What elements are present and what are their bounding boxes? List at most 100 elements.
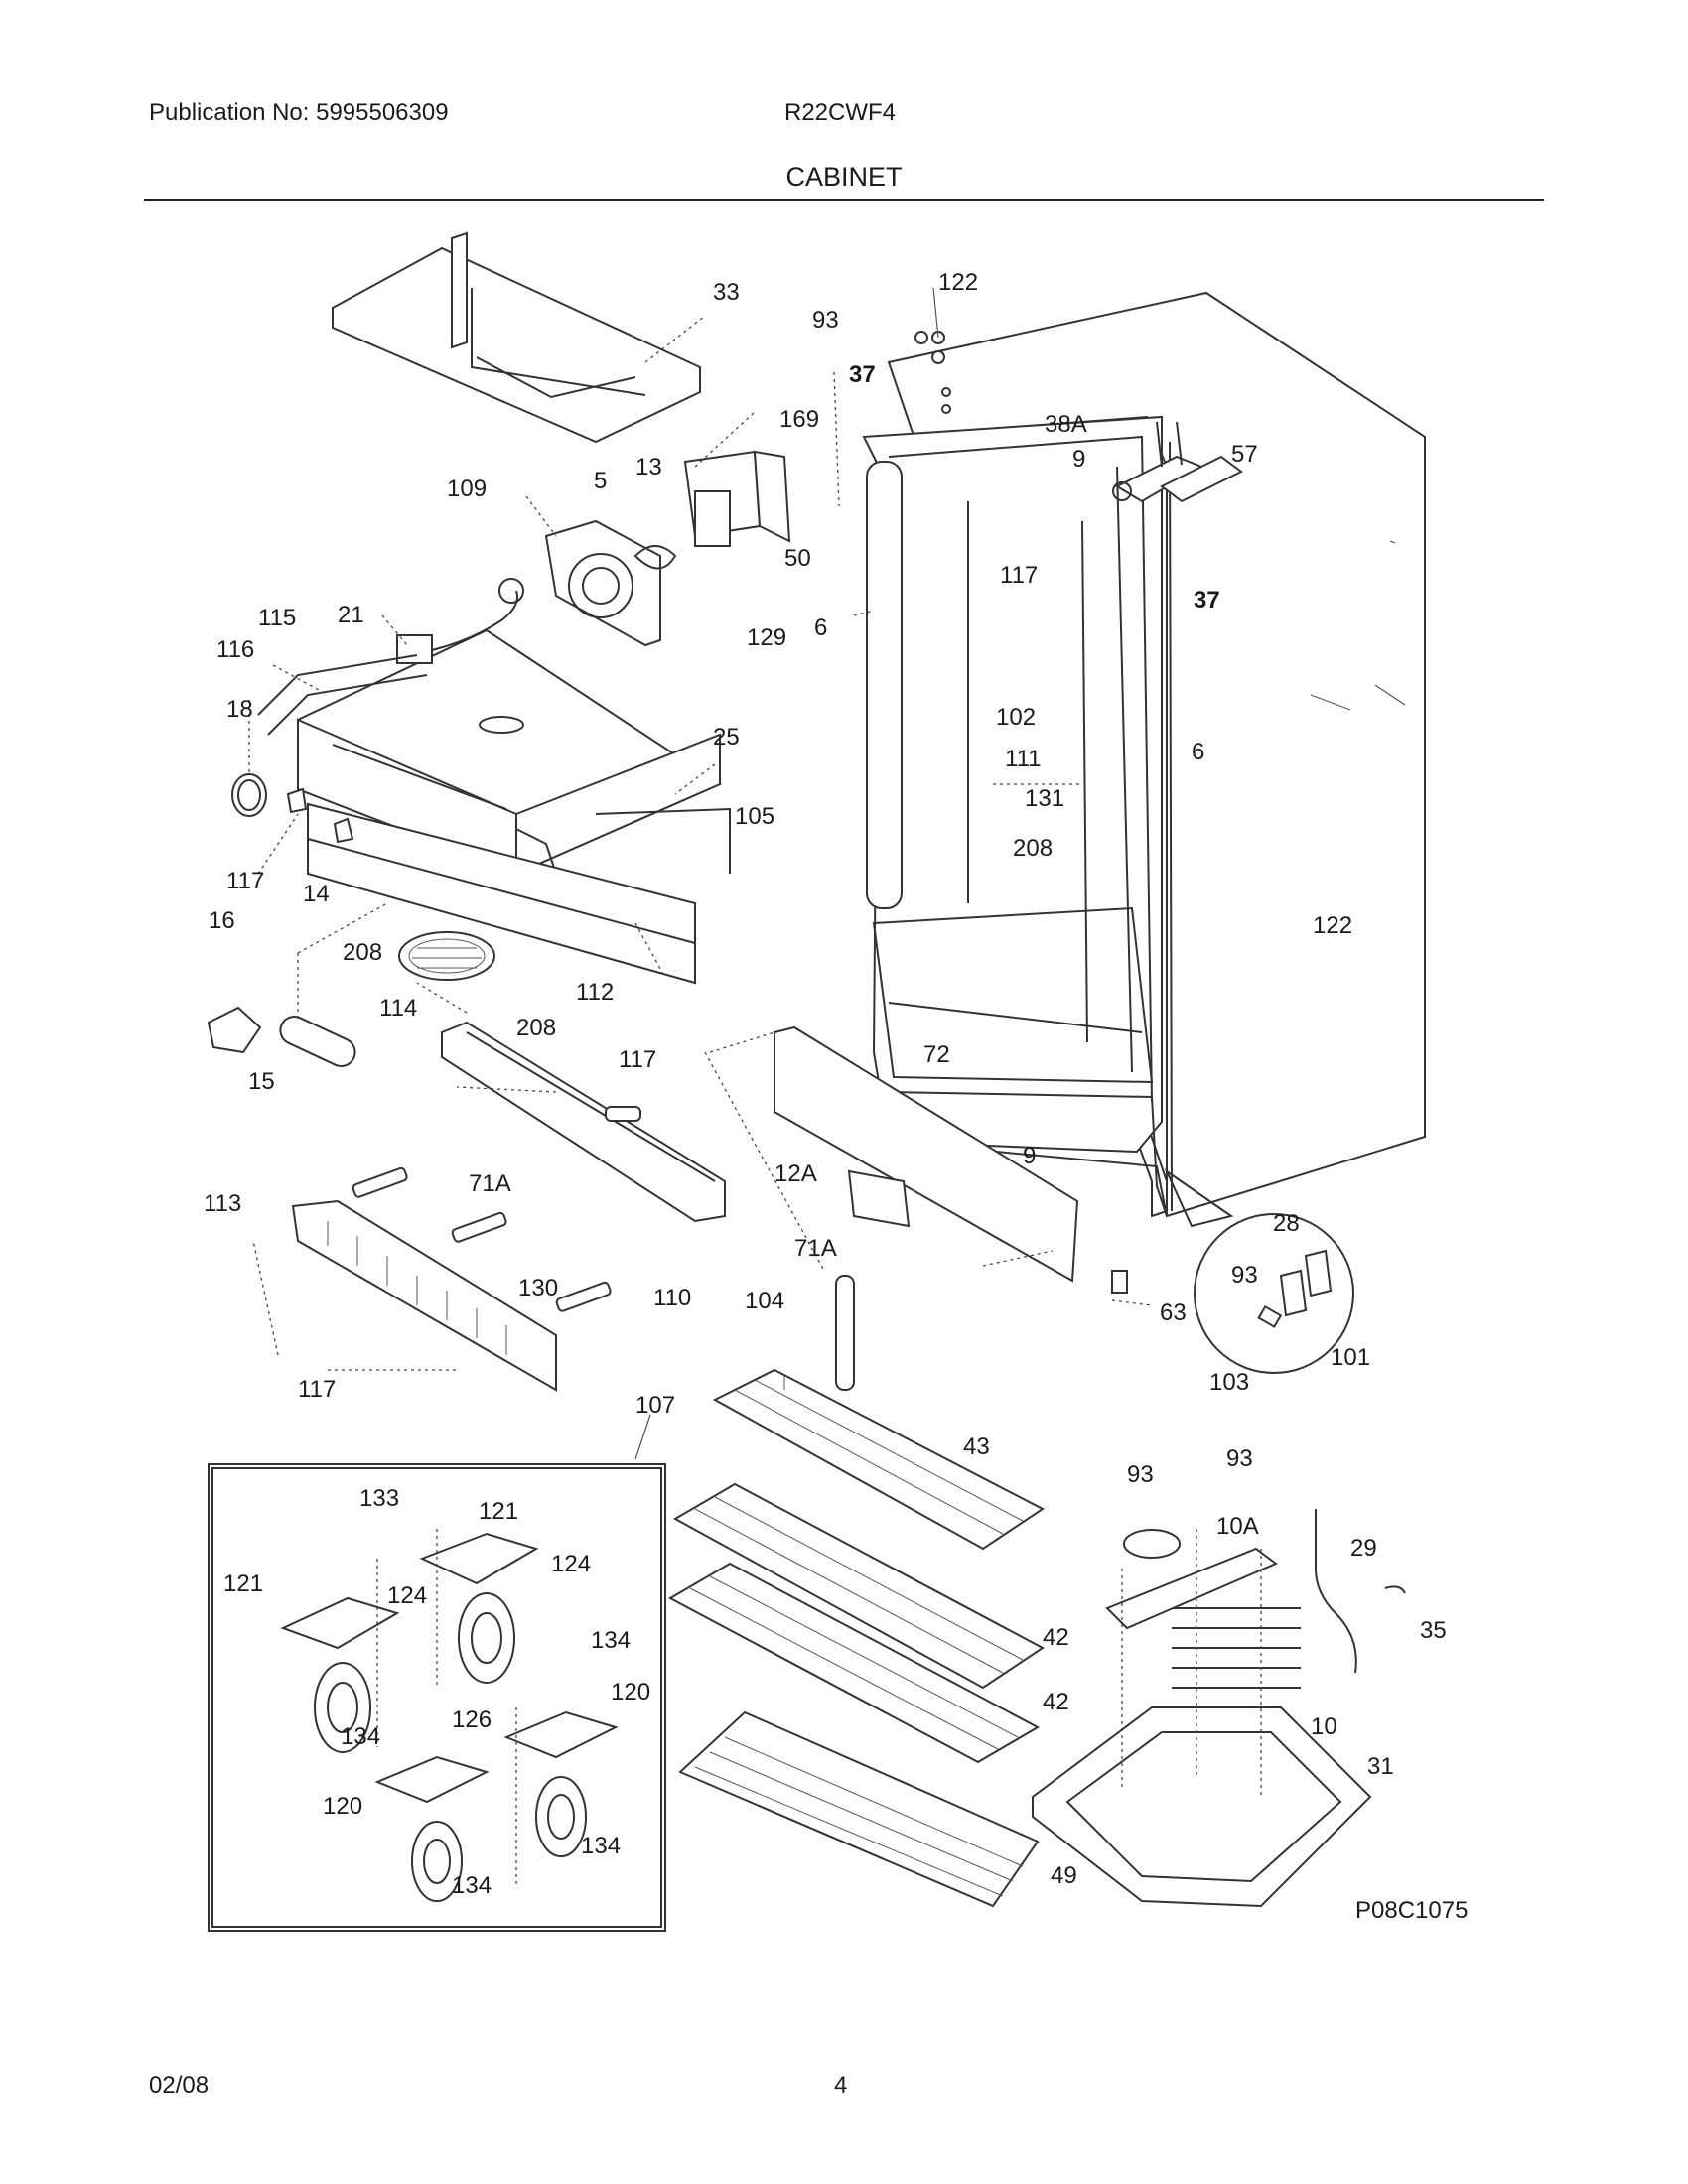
part-18-16-15-14-controls [207,700,388,1067]
model-number: R22CWF4 [784,99,897,126]
part-28-detail-view [1164,1168,1354,1374]
callout-25: 25 [713,724,740,751]
callout-116: 116 [216,636,254,663]
header-rule [144,199,1544,201]
callout-121-lower: 121 [223,1570,263,1597]
callout-labels: 33 122 93 37 169 13 109 5 50 38A 57 9 37… [204,269,1447,1899]
callout-10A: 10A [1216,1513,1259,1540]
callout-93-detail: 93 [1231,1262,1258,1289]
part-43-42-wire-shelves [667,1368,1045,1764]
part-122-screws-top [914,287,951,414]
part-49-basket [678,1710,1040,1908]
callout-93: 93 [812,307,839,334]
callout-103: 103 [1209,1369,1249,1396]
drawing-code: P08C1075 [1355,1897,1468,1924]
callout-120-right: 120 [611,1679,650,1706]
callout-15: 15 [248,1068,275,1095]
callout-112: 112 [576,979,614,1006]
part-109-5-fan-motor [544,519,677,647]
callout-13: 13 [635,454,662,480]
callout-9-bottom: 9 [1023,1143,1036,1169]
part-107-caster-kit-box [208,1414,666,1932]
part-25-control-housing [257,578,731,903]
cabinet-body [862,291,1426,1218]
callout-133: 133 [359,1485,399,1512]
callout-109: 109 [447,476,487,502]
callout-49: 49 [1051,1862,1077,1889]
callout-117-middle: 117 [619,1046,656,1073]
callout-114: 114 [379,995,417,1022]
callout-37-right: 37 [1194,587,1220,614]
callout-42-upper: 42 [1043,1624,1069,1651]
callout-63: 63 [1160,1299,1187,1326]
part-63-screw [1111,1270,1128,1294]
callout-31: 31 [1367,1753,1394,1780]
publication-number: Publication No: 5995506309 [149,99,449,126]
callout-71A-right: 71A [794,1235,837,1262]
page-title: CABINET [785,162,903,192]
callout-110: 110 [653,1285,691,1311]
part-114-vent-grille [398,931,495,981]
callout-6-left: 6 [814,614,827,641]
callout-208-left: 208 [343,939,382,966]
callout-43: 43 [963,1433,990,1460]
part-104-strip [835,1275,855,1391]
callout-117-upper: 117 [1000,562,1038,589]
callout-57: 57 [1231,441,1258,468]
part-130-leveling-bolts [352,1166,612,1312]
callout-101: 101 [1331,1344,1370,1371]
part-112-panel [307,802,696,985]
callout-35: 35 [1420,1617,1447,1644]
callout-33: 33 [713,279,740,306]
callout-107: 107 [635,1392,675,1419]
part-169-13-50-bracket [683,371,840,547]
callout-14: 14 [303,881,330,907]
callout-28: 28 [1273,1210,1300,1237]
callout-16: 16 [209,907,235,934]
callout-208-middle: 208 [516,1015,556,1041]
callout-50: 50 [784,545,811,572]
callout-117-bottom: 117 [298,1376,336,1403]
callout-42-lower: 42 [1043,1689,1069,1715]
callout-134-right: 134 [591,1627,631,1654]
callout-29: 29 [1350,1535,1377,1562]
callout-115: 115 [258,605,296,631]
callout-121-upper: 121 [479,1498,518,1525]
callout-111: 111 [1005,746,1041,772]
callout-6-right: 6 [1192,739,1204,765]
callout-124-right: 124 [551,1551,591,1577]
part-38A-57-hinge [1112,421,1243,503]
callout-117-left: 117 [226,868,264,894]
callout-122: 122 [938,269,978,296]
callout-12A: 12A [774,1160,817,1187]
part-72-kick-panel [709,1025,1079,1283]
callout-104: 104 [745,1288,784,1314]
callout-37: 37 [849,361,876,388]
callout-126: 126 [452,1706,492,1733]
callout-9-top: 9 [1072,446,1085,473]
casters [280,1529,619,1902]
callout-208-right: 208 [1013,835,1053,862]
callout-38A: 38A [1045,411,1087,438]
part-10-31-29-evaporator-pan [1032,1509,1406,1908]
callout-134-lower-right: 134 [581,1833,621,1859]
callout-120-left: 120 [323,1793,362,1820]
part-113-front-grille [291,1199,557,1392]
callout-93-evap-left: 93 [1127,1461,1154,1488]
callout-134-bottom: 134 [452,1872,492,1899]
callout-21: 21 [338,602,364,628]
publication-date: 02/08 [149,2072,210,2099]
callout-122-right: 122 [1313,912,1352,939]
callout-169: 169 [779,406,819,433]
callout-130: 130 [518,1275,558,1301]
callout-134-left: 134 [341,1723,380,1750]
callout-18: 18 [226,696,253,723]
callout-5: 5 [594,468,607,494]
callout-10: 10 [1311,1713,1337,1740]
page-number: 4 [834,2072,848,2099]
leader-lines [252,495,1153,1371]
callout-102: 102 [996,704,1036,731]
callout-129: 129 [747,624,786,651]
callout-105: 105 [735,803,774,830]
